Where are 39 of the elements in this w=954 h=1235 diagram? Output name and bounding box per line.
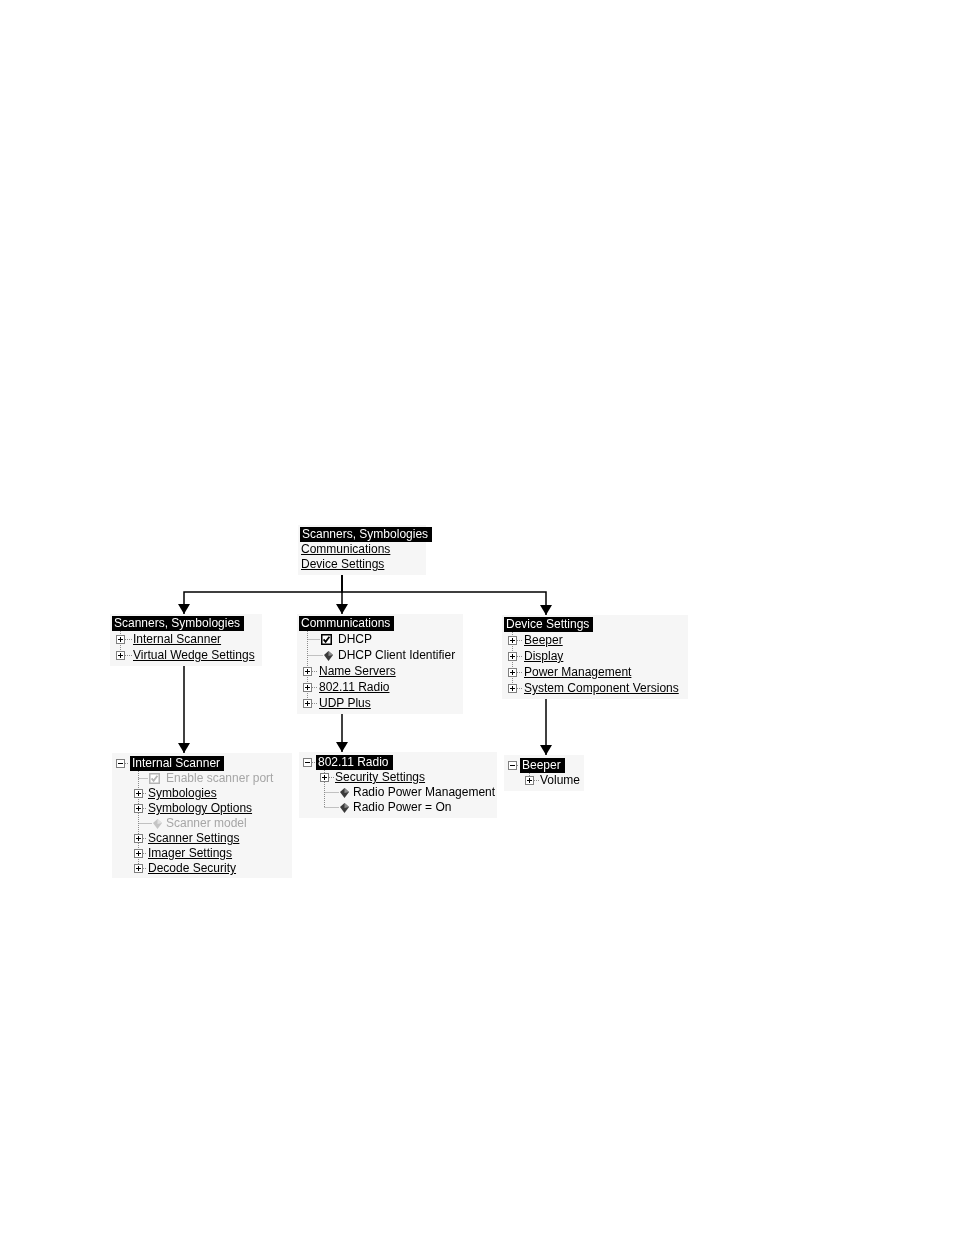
disabled-tree-item: Enable scanner port [166,771,274,786]
selected-tree-item: Communications [299,616,395,631]
tree-panel [112,753,292,878]
tree-item-link: Device Settings [301,557,385,572]
tree-item-label: Radio Power = On [353,800,452,815]
tree-item-label: DHCP Client Identifier [338,648,456,663]
tree-panel [502,615,688,699]
tree-panel [110,614,262,666]
tree-item-link: Security Settings [335,770,426,785]
tree-panel [297,614,463,714]
tree-item-label: Volume [540,773,581,788]
tree-item-link: Communications [301,542,391,557]
tree-item-link: Beeper [524,633,563,648]
tree-item-link: Decode Security [148,861,237,876]
selected-tree-item: 802.11 Radio [316,755,393,770]
tree-item-link: System Component Versions [524,681,679,696]
tree-item-link: Name Servers [319,664,396,679]
tree-item-link: Display [524,649,564,664]
tree-panel [504,755,584,791]
selected-tree-item: Scanners, Symbologies [300,527,433,542]
tree-item-link: Symbology Options [148,801,253,816]
tree-item-link: UDP Plus [319,696,371,711]
selected-tree-item: Scanners, Symbologies [112,616,245,631]
arrow [341,574,552,616]
selected-tree-item: Internal Scanner [130,756,225,771]
tree-item-link: 802.11 Radio [319,680,390,695]
selected-tree-item: Beeper [520,758,565,773]
tree-item-link: Virtual Wedge Settings [133,648,255,663]
tree-item-link: Power Management [524,665,632,680]
selected-tree-item: Device Settings [504,617,594,632]
tree-item-link: Scanner Settings [148,831,240,846]
tree-item-label: Radio Power Management [353,785,496,800]
arrow [540,698,552,756]
tree-item-label: DHCP [338,632,372,647]
tree-item-link: Symbologies [148,786,217,801]
tree-panel [299,752,497,818]
tree-item-link: Internal Scanner [133,632,222,647]
disabled-tree-item: Scanner model [166,816,247,831]
tree-item-link: Imager Settings [148,846,233,861]
